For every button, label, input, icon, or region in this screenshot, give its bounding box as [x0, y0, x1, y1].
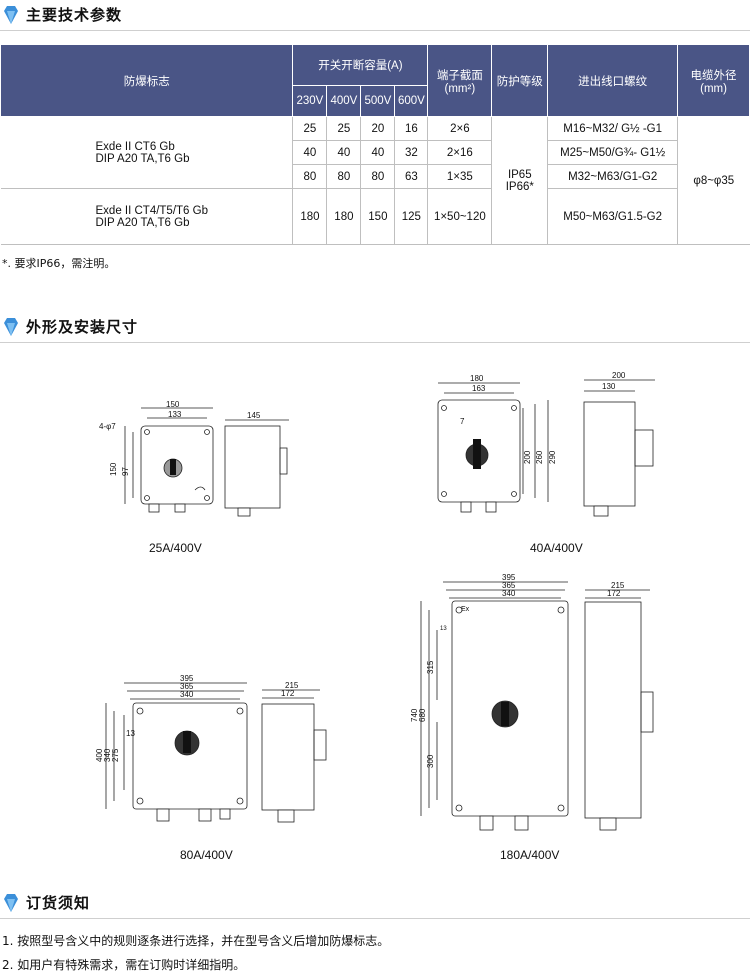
cell: M32~M63/G1-G2: [547, 164, 678, 189]
cell: M50~M63/G1.5-G2: [547, 188, 678, 245]
th-400v: 400V: [326, 85, 362, 117]
th-ip: 防护等级: [491, 44, 549, 117]
order-item: 1. 按照型号含义中的规则逐条进行选择，并在型号含义后增加防爆标志。: [2, 934, 390, 948]
dim-label: 13: [440, 626, 447, 632]
th-terminal: 端子截面(mm²): [427, 44, 493, 117]
cell: 1×35: [427, 164, 493, 189]
section-dims-header: 外形及安装尺寸: [0, 316, 750, 343]
cell: 2×16: [427, 140, 493, 165]
table-row: 80 80 80 63 1×35 M32~M63/G1-G2: [1, 164, 750, 189]
dim-label: 130: [602, 382, 616, 391]
cell: 40: [326, 140, 362, 165]
th-cable: 电缆外径(mm): [677, 44, 750, 117]
drawing-caption: 25A/400V: [149, 541, 202, 555]
drawing-180a-front: [420, 581, 569, 831]
dim-label: 680: [418, 708, 427, 722]
dim-label: 340: [502, 589, 516, 598]
th-600v: 600V: [394, 85, 429, 117]
drawing-40a-side: [583, 379, 655, 517]
dim-label: 315: [426, 660, 435, 674]
drawing-caption: 80A/400V: [180, 848, 233, 862]
dim-label: 215: [285, 681, 299, 690]
cell: 40: [360, 140, 396, 165]
dim-label: 395: [180, 674, 194, 683]
dim-label: 300: [426, 754, 435, 768]
dim-label: 13: [126, 729, 135, 738]
gem-icon: [4, 5, 18, 24]
dim-label: 172: [281, 689, 295, 698]
th-thread: 进出线口螺纹: [547, 44, 679, 117]
dim-label: 150: [109, 462, 118, 476]
drawing-25a-front: [124, 407, 214, 513]
gem-icon: [4, 893, 18, 912]
section-params-header: 主要技术参数: [0, 4, 750, 31]
dim-label: 145: [247, 411, 261, 420]
drawing-caption: 40A/400V: [530, 541, 583, 555]
cell: 63: [394, 164, 429, 189]
th-mark: 防爆标志: [0, 44, 294, 117]
drawing-80a-side: [261, 689, 327, 823]
cell: 2×6: [427, 116, 493, 141]
cell: 20: [360, 116, 396, 141]
gem-icon: [4, 317, 18, 336]
dim-label: 133: [168, 410, 182, 419]
drawing-180a-side: [584, 589, 654, 831]
dim-label: 400: [95, 748, 104, 762]
dim-label: 740: [410, 708, 419, 722]
section-title: 订货须知: [26, 894, 91, 912]
dim-label: 365: [180, 682, 194, 691]
dim-label: 163: [472, 384, 486, 393]
drawing-25a-side: [224, 419, 289, 517]
section-title: 主要技术参数: [26, 6, 123, 24]
dim-label: 200: [523, 450, 532, 464]
cell: 80: [360, 164, 396, 189]
dim-label: 365: [502, 581, 516, 590]
dim-label: 215: [611, 581, 625, 590]
dim-label: Ex: [461, 606, 470, 613]
cell: 32: [394, 140, 429, 165]
dim-label: 340: [103, 748, 112, 762]
th-capacity: 开关开断容量(A): [292, 44, 429, 86]
cell: 150: [360, 188, 396, 245]
dim-label: 4-φ7: [99, 422, 116, 431]
dim-label: 150: [166, 400, 180, 409]
cell: 1×50~120: [427, 188, 493, 245]
dim-label: 172: [607, 589, 621, 598]
order-item: 2. 如用户有特殊需求，需在订购时详细指明。: [2, 958, 246, 972]
table-note: *. 要求IP66，需注明。: [2, 257, 116, 270]
dim-label: 180: [470, 374, 484, 383]
table-row: 40 40 40 32 2×16 M25~M50/G¾- G1½: [1, 140, 750, 165]
dim-label: 290: [548, 450, 557, 464]
cell: 25: [326, 116, 362, 141]
dim-label: 340: [180, 690, 194, 699]
spec-table: 防爆标志 开关开断容量(A) 端子截面(mm²) 防护等级 进出线口螺纹 电缆外…: [0, 44, 750, 245]
dim-label: 260: [535, 450, 544, 464]
cell: 25: [292, 116, 328, 141]
cable-cell: φ8~φ35: [677, 116, 750, 245]
dim-label: 200: [612, 371, 626, 380]
cell: 125: [394, 188, 429, 245]
drawing-caption: 180A/400V: [500, 848, 560, 862]
dim-label: 7: [460, 417, 465, 426]
dim-label: 395: [502, 573, 516, 582]
dim-label: 275: [111, 748, 120, 762]
drawing-40a-front: [437, 382, 549, 513]
section-order-header: 订货须知: [0, 892, 750, 919]
section-title: 外形及安装尺寸: [26, 318, 139, 336]
th-500v: 500V: [360, 85, 396, 117]
cell: 180: [326, 188, 362, 245]
drawing-80a-front: [105, 682, 248, 822]
dim-label: 97: [121, 467, 130, 476]
